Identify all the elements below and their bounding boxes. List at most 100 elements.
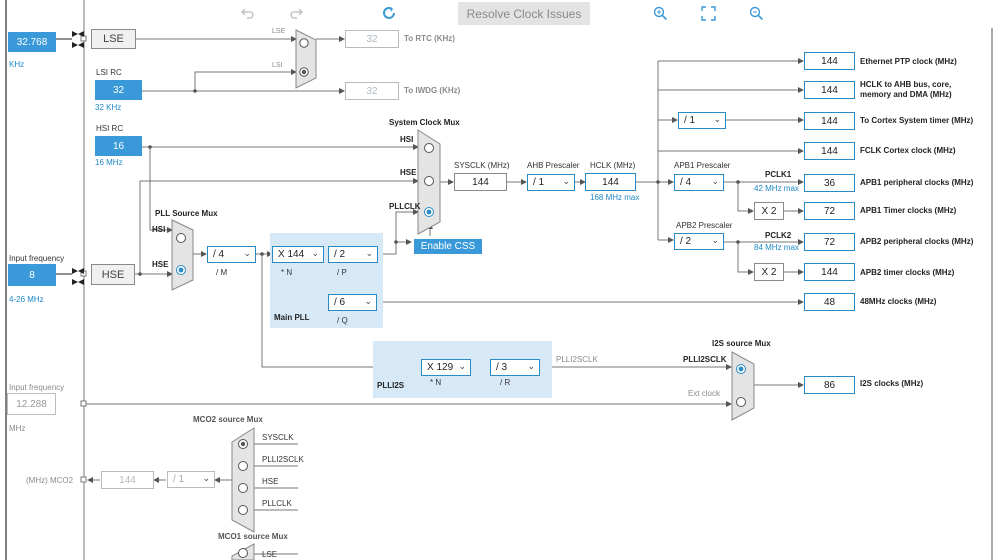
apb1-timer-clock-label: APB1 Timer clocks (MHz) bbox=[860, 206, 957, 215]
mco1-input-lse: LSE bbox=[262, 550, 278, 559]
redo-button[interactable] bbox=[285, 3, 307, 23]
chevron-down-icon: ⌄ bbox=[713, 114, 721, 124]
mco2-divider-select[interactable]: / 1⌄ bbox=[167, 471, 215, 488]
plli2s-n-select[interactable]: X 129⌄ bbox=[421, 359, 471, 376]
pll-q-select[interactable]: / 6 ⌄ bbox=[328, 294, 377, 311]
rtc-mux-lsi-label: LSI bbox=[272, 62, 283, 69]
cortex-system-timer-value[interactable]: 144 bbox=[804, 112, 855, 130]
pll-q-value: / 6 bbox=[334, 297, 346, 308]
chevron-down-icon: ⌄ bbox=[364, 296, 372, 306]
apb2-timer-clock-value[interactable]: 144 bbox=[804, 263, 855, 281]
chevron-down-icon: ⌄ bbox=[311, 248, 319, 258]
chevron-down-icon: ⌄ bbox=[202, 473, 210, 483]
resolve-clock-issues-button[interactable]: Resolve Clock Issues bbox=[458, 2, 590, 25]
iwdg-value: 32 bbox=[345, 82, 399, 100]
hclk-ahb-value[interactable]: 144 bbox=[804, 81, 855, 99]
hclk-ahb-label-2: memory and DMA (MHz) bbox=[860, 90, 952, 99]
i2s-input-unit: MHz bbox=[9, 424, 26, 433]
apb2-prescaler-value: / 2 bbox=[680, 236, 692, 247]
lse-oscillator[interactable]: LSE bbox=[91, 29, 136, 49]
hse-frequency-input[interactable]: 8 bbox=[8, 264, 56, 286]
i2s-ext-frequency-input[interactable]: 12.288 bbox=[7, 393, 56, 415]
pll-m-label: / M bbox=[216, 268, 228, 277]
pll-n-value: X 144 bbox=[278, 249, 305, 260]
pll-q-label: / Q bbox=[337, 316, 348, 325]
mco2-label: (MHz) MCO2 bbox=[26, 476, 74, 485]
chevron-down-icon: ⌄ bbox=[711, 176, 719, 186]
pll-p-select[interactable]: / 2⌄ bbox=[328, 246, 378, 263]
sysclk-label: SYSCLK (MHz) bbox=[454, 161, 510, 170]
sysclk-value: 144 bbox=[454, 173, 507, 191]
pclk2-max: 84 MHz max bbox=[754, 243, 799, 252]
lsi-title: LSI RC bbox=[96, 68, 122, 77]
zoom-in-button[interactable] bbox=[649, 3, 671, 23]
main-pll-title: Main PLL bbox=[274, 313, 310, 322]
chevron-down-icon: ⌄ bbox=[711, 235, 719, 245]
chevron-down-icon: ⌄ bbox=[458, 361, 466, 371]
fclk-cortex-label: FCLK Cortex clock (MHz) bbox=[860, 146, 956, 155]
refresh-button[interactable] bbox=[378, 3, 400, 23]
redo-icon bbox=[290, 8, 303, 19]
cortex-system-timer-label: To Cortex System timer (MHz) bbox=[860, 116, 974, 125]
hsi-title: HSI RC bbox=[96, 124, 124, 133]
plli2s-r-select[interactable]: / 3 ⌄ bbox=[490, 359, 540, 376]
hclk-input[interactable]: 144 bbox=[585, 173, 636, 191]
apb1-timer-clock-value[interactable]: 72 bbox=[804, 202, 855, 220]
refresh-icon bbox=[383, 7, 395, 19]
ahb-prescaler-select[interactable]: / 1⌄ bbox=[527, 174, 575, 191]
i2s-source-mux-title: I2S source Mux bbox=[712, 339, 771, 348]
apb1-prescaler-select[interactable]: / 4 ⌄ bbox=[674, 174, 724, 191]
i2s-mux-plli2sclk-label: PLLI2SCLK bbox=[683, 355, 727, 364]
mco2-source-mux-shape bbox=[231, 427, 255, 533]
48mhz-clock-value[interactable]: 48 bbox=[804, 293, 855, 311]
pll-n-label: * N bbox=[281, 268, 293, 277]
apb1-prescaler-label: APB1 Prescaler bbox=[674, 161, 731, 170]
undo-button[interactable] bbox=[237, 3, 259, 23]
i2s-clock-label: I2S clocks (MHz) bbox=[860, 379, 924, 388]
apb1-prescaler-value: / 4 bbox=[680, 177, 692, 188]
pll-n-select[interactable]: X 144 ⌄ bbox=[272, 246, 324, 263]
undo-icon bbox=[241, 8, 254, 19]
apb1-timer-multiplier: X 2 bbox=[754, 202, 784, 220]
fclk-cortex-value[interactable]: 144 bbox=[804, 142, 855, 160]
lsi-unit: 32 KHz bbox=[95, 103, 122, 112]
lse-frequency-input[interactable]: 32.768 bbox=[8, 32, 56, 52]
ahb-prescaler-label: AHB Prescaler bbox=[527, 161, 580, 170]
plli2s-n-label: * N bbox=[430, 378, 442, 387]
iwdg-label: To IWDG (KHz) bbox=[404, 86, 461, 95]
enable-css-button[interactable]: Enable CSS bbox=[414, 239, 482, 254]
mco2-input-hse: HSE bbox=[262, 477, 279, 486]
48mhz-clock-label: 48MHz clocks (MHz) bbox=[860, 297, 937, 306]
sysmux-hsi-label: HSI bbox=[400, 135, 414, 144]
hclk-ahb-label: HCLK to AHB bus, core, bbox=[860, 80, 952, 89]
hclk-label: HCLK (MHz) bbox=[590, 161, 636, 170]
chevron-down-icon: ⌄ bbox=[365, 248, 373, 258]
pll-source-mux-shape bbox=[171, 219, 194, 291]
pll-source-hse-label: HSE bbox=[152, 260, 169, 269]
ethernet-ptp-clock-value[interactable]: 144 bbox=[804, 52, 855, 70]
mco2-input-sysclk: SYSCLK bbox=[262, 433, 294, 442]
pclk1-max: 42 MHz max bbox=[754, 184, 799, 193]
hsi-rc-value: 16 bbox=[95, 136, 142, 156]
mco2-source-mux-title: MCO2 source Mux bbox=[193, 415, 263, 424]
apb2-prescaler-label: APB2 Prescaler bbox=[676, 221, 733, 230]
plli2s-r-value: / 3 bbox=[496, 362, 508, 373]
i2s-clock-value[interactable]: 86 bbox=[804, 376, 855, 394]
hsi-unit: 16 MHz bbox=[95, 158, 123, 167]
pll-m-select[interactable]: / 4 ⌄ bbox=[207, 246, 256, 263]
hse-oscillator[interactable]: HSE bbox=[91, 264, 135, 285]
plli2s-r-label: / R bbox=[500, 378, 511, 387]
plli2sclk-wire-label: PLLI2SCLK bbox=[556, 355, 598, 364]
apb2-peripheral-clock-value[interactable]: 72 bbox=[804, 233, 855, 251]
cortex-timer-divider-select[interactable]: / 1⌄ bbox=[678, 112, 726, 129]
chevron-down-icon: ⌄ bbox=[527, 361, 535, 371]
apb1-peripheral-clock-value[interactable]: 36 bbox=[804, 174, 855, 192]
apb2-prescaler-select[interactable]: / 2 ⌄ bbox=[674, 233, 724, 250]
lse-unit: KHz bbox=[9, 60, 25, 69]
ethernet-ptp-clock-label: Ethernet PTP clock (MHz) bbox=[860, 57, 957, 66]
chevron-down-icon: ⌄ bbox=[243, 248, 251, 258]
zoom-out-button[interactable] bbox=[745, 3, 767, 23]
sysmux-pllclk-label: PLLCLK bbox=[389, 202, 421, 211]
fit-screen-button[interactable] bbox=[697, 3, 719, 23]
pll-m-value: / 4 bbox=[213, 249, 225, 260]
